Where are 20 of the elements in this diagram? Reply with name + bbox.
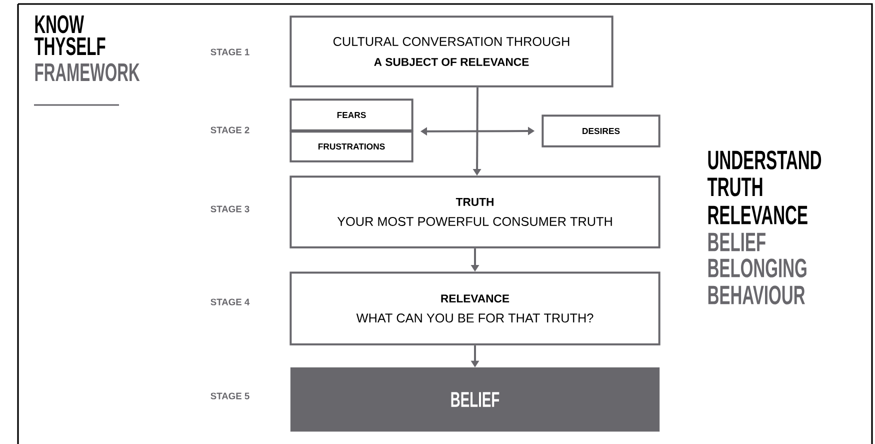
stage-box: CULTURAL CONVERSATION THROUGH A SUBJECT OF RELEVANCE: [290, 16, 614, 88]
category-box: DESIRES: [542, 114, 660, 148]
category-box: FEARS: [290, 98, 414, 132]
stage-label: STAGE 4: [210, 298, 250, 306]
keyword: UNDERSTAND: [708, 150, 822, 170]
keyword: BEHAVIOUR: [708, 286, 805, 304]
stage-label: STAGE 1: [210, 48, 250, 56]
stage-label: STAGE 2: [210, 126, 250, 134]
stage-label: STAGE 3: [210, 206, 250, 212]
title: FRAMEWORK: [35, 63, 140, 82]
title: KNOW THYSELF: [34, 15, 106, 56]
stage-label: STAGE 5: [210, 392, 250, 400]
category-box: FRUSTRATIONS: [290, 130, 414, 162]
stage-box: RELEVANCE WHAT CAN YOU BE FOR THAT TRUTH?: [290, 272, 660, 346]
result-box: BELIEF: [290, 367, 660, 432]
keyword: BELONGING: [708, 258, 806, 278]
keyword: RELEVANCE: [708, 206, 808, 224]
keyword: BELIEF: [708, 232, 766, 252]
keyword: TRUTH: [707, 178, 762, 196]
stage-box: TRUTH YOUR MOST POWERFUL CONSUMER TRUTH: [290, 176, 660, 248]
